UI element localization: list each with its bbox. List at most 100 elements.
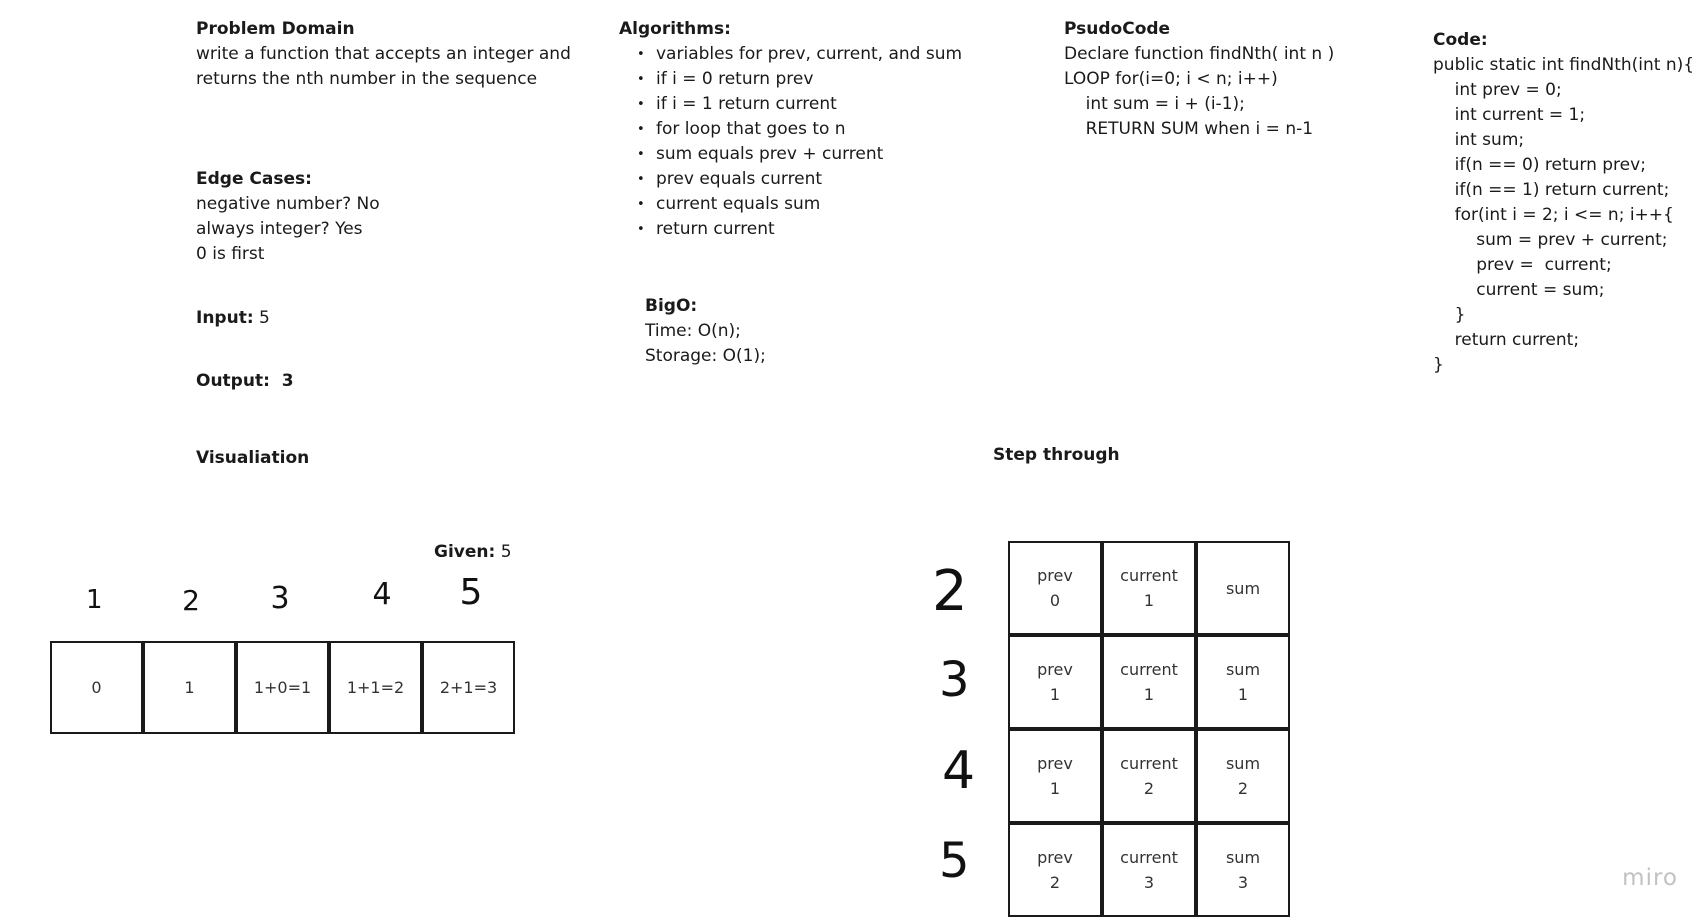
sequence-cell: 2+1=3 — [422, 641, 515, 734]
cell-label: prev — [1037, 660, 1073, 679]
cell-value: 3 — [1237, 873, 1249, 892]
step-cell-current: current 1 — [1102, 635, 1196, 729]
miro-watermark: miro — [1622, 865, 1678, 891]
pseudocode-title: PsudoCode — [1064, 19, 1171, 39]
algorithm-step: if i = 1 return current — [637, 92, 962, 117]
input-line: Input: 5 — [196, 306, 270, 331]
cell-label: current — [1120, 566, 1178, 585]
cell-value: 1 — [1237, 685, 1249, 704]
step-cell-sum: sum 2 — [1196, 729, 1290, 823]
problem-domain-section: Problem Domain write a function that acc… — [196, 17, 571, 92]
code-line: int prev = 0; — [1433, 80, 1562, 100]
code-line: if(n == 0) return prev; — [1433, 155, 1646, 175]
sequence-cell: 0 — [50, 641, 143, 734]
given-label: Given: — [434, 542, 496, 562]
sequence-cell: 1 — [143, 641, 236, 734]
sequence-index: 2 — [182, 584, 200, 617]
algorithm-step: prev equals current — [637, 167, 962, 192]
code-section: Code: public static int findNth(int n){ … — [1433, 28, 1694, 378]
visualization-title: Visualiation — [196, 446, 309, 471]
step-through-title-text: Step through — [993, 445, 1120, 465]
sequence-array: 0 1 1+0=1 1+1=2 2+1=3 — [50, 641, 515, 734]
step-cell-sum: sum 3 — [1196, 823, 1290, 917]
step-cell-sum: sum — [1196, 541, 1290, 635]
pseudocode-line: int sum = i + (i-1); — [1064, 94, 1245, 114]
visualization-title-text: Visualiation — [196, 448, 310, 468]
pseudocode-line: RETURN SUM when i = n-1 — [1064, 119, 1314, 139]
step-cell-current: current 2 — [1102, 729, 1196, 823]
step-row-label: 3 — [939, 652, 970, 708]
code-line: int current = 1; — [1433, 105, 1586, 125]
cell-value: 1 — [1143, 685, 1155, 704]
bigo-line: Storage: O(1); — [645, 346, 766, 366]
pseudocode-section: PsudoCode Declare function findNth( int … — [1064, 17, 1334, 142]
sequence-index: 1 — [86, 585, 103, 615]
edge-cases-title: Edge Cases: — [196, 169, 312, 189]
output-label: Output: — [196, 371, 270, 391]
edge-cases-section: Edge Cases: negative number? No always i… — [196, 167, 380, 267]
code-line: current = sum; — [1433, 280, 1605, 300]
cell-value: 1 — [1049, 685, 1061, 704]
algorithm-step: variables for prev, current, and sum — [637, 42, 962, 67]
code-line: for(int i = 2; i <= n; i++{ — [1433, 205, 1674, 225]
cell-label: prev — [1037, 754, 1073, 773]
cell-label: current — [1120, 660, 1178, 679]
cell-label: prev — [1037, 848, 1073, 867]
sequence-cell: 1+0=1 — [236, 641, 329, 734]
cell-label: sum — [1225, 578, 1261, 598]
code-line: return current; — [1433, 330, 1580, 350]
sequence-index: 3 — [270, 581, 290, 616]
algorithms-section: Algorithms: variables for prev, current,… — [619, 17, 962, 242]
algorithm-list: variables for prev, current, and sum if … — [619, 42, 962, 242]
cell-label: sum — [1225, 848, 1261, 867]
bigo-section: BigO: Time: O(n); Storage: O(1); — [645, 294, 766, 369]
step-table: prev 0 current 1 sum prev 1 current 1 sum 1 p… — [1008, 541, 1290, 917]
cell-value: 1 — [1143, 591, 1155, 610]
cell-value: 0 — [1049, 591, 1061, 610]
pseudocode-line: LOOP for(i=0; i < n; i++) — [1064, 69, 1278, 89]
bigo-line: Time: O(n); — [645, 321, 741, 341]
given-line: Given: 5 — [434, 540, 512, 565]
code-line: } — [1433, 305, 1466, 325]
algorithm-step: if i = 0 return prev — [637, 67, 962, 92]
input-label: Input: — [196, 308, 254, 328]
code-line: int sum; — [1433, 130, 1525, 150]
code-line: if(n == 1) return current; — [1433, 180, 1670, 200]
sequence-cell: 1+1=2 — [329, 641, 422, 734]
step-cell-prev: prev 2 — [1008, 823, 1102, 917]
step-cell-sum: sum 1 — [1196, 635, 1290, 729]
pseudocode-line: Declare function findNth( int n ) — [1064, 44, 1335, 64]
input-value: 5 — [253, 308, 270, 328]
cell-value: 2 — [1237, 779, 1249, 798]
algorithms-title: Algorithms: — [619, 19, 731, 39]
algorithm-step: sum equals prev + current — [637, 142, 962, 167]
given-value: 5 — [495, 542, 512, 562]
edge-case-line: always integer? Yes — [196, 219, 363, 239]
cell-value: 2 — [1049, 873, 1061, 892]
cell-value: 2 — [1143, 779, 1155, 798]
step-row-label: 2 — [932, 559, 968, 624]
problem-domain-title: Problem Domain — [196, 19, 355, 39]
cell-label: sum — [1225, 754, 1261, 773]
cell-label: current — [1120, 848, 1178, 867]
step-cell-prev: prev 1 — [1008, 635, 1102, 729]
edge-case-line: negative number? No — [196, 194, 380, 214]
code-line: } — [1433, 355, 1444, 375]
problem-domain-line: returns the nth number in the sequence — [196, 69, 538, 89]
problem-domain-line: write a function that accepts an integer… — [196, 44, 571, 64]
cell-label: prev — [1037, 566, 1073, 585]
algorithm-step: current equals sum — [637, 192, 962, 217]
code-line: sum = prev + current; — [1433, 230, 1668, 250]
output-line: Output: 3 — [196, 369, 294, 394]
sequence-index: 5 — [459, 572, 483, 613]
step-through-title: Step through — [993, 443, 1120, 468]
code-title: Code: — [1433, 30, 1488, 50]
step-row-label: 5 — [939, 833, 970, 889]
sequence-index: 4 — [372, 577, 392, 612]
bigo-title: BigO: — [645, 296, 698, 316]
step-cell-prev: prev 0 — [1008, 541, 1102, 635]
cell-label: current — [1120, 754, 1178, 773]
cell-label: sum — [1225, 660, 1261, 679]
